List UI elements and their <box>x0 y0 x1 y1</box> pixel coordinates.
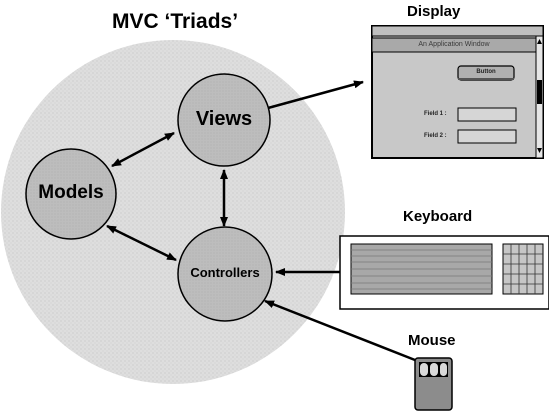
field-1-label: Field 1 : <box>424 111 447 117</box>
arrow-views-display <box>267 80 364 110</box>
controllers-node <box>177 226 273 322</box>
diagram-title: MVC ‘Triads’ <box>112 10 239 33</box>
mouse-button-right <box>440 363 447 376</box>
arrow-mouse-controllers <box>264 299 416 362</box>
keyboard-keypad <box>502 243 544 295</box>
arrow-models-views <box>111 131 175 168</box>
field-2-box <box>457 129 517 144</box>
field-1-box <box>457 107 517 122</box>
display-window <box>371 25 544 159</box>
field-2-label: Field 2 : <box>424 133 447 139</box>
arrow-models-controllers <box>106 224 177 262</box>
views-node <box>177 73 271 167</box>
keyboard-label: Keyboard <box>403 208 473 225</box>
mouse-button-left <box>420 363 428 376</box>
mouse-device <box>414 357 453 411</box>
mouse-label: Mouse <box>408 332 456 349</box>
mouse-button-middle <box>430 363 438 376</box>
models-node <box>25 148 117 240</box>
window-button-label: Button <box>476 69 496 75</box>
window-title: An Application Window <box>418 41 490 48</box>
views-label: Views <box>195 108 253 130</box>
display-label: Display <box>407 3 461 20</box>
keyboard-device <box>339 235 549 310</box>
controllers-label: Controllers <box>190 265 260 280</box>
models-label: Models <box>38 182 104 203</box>
